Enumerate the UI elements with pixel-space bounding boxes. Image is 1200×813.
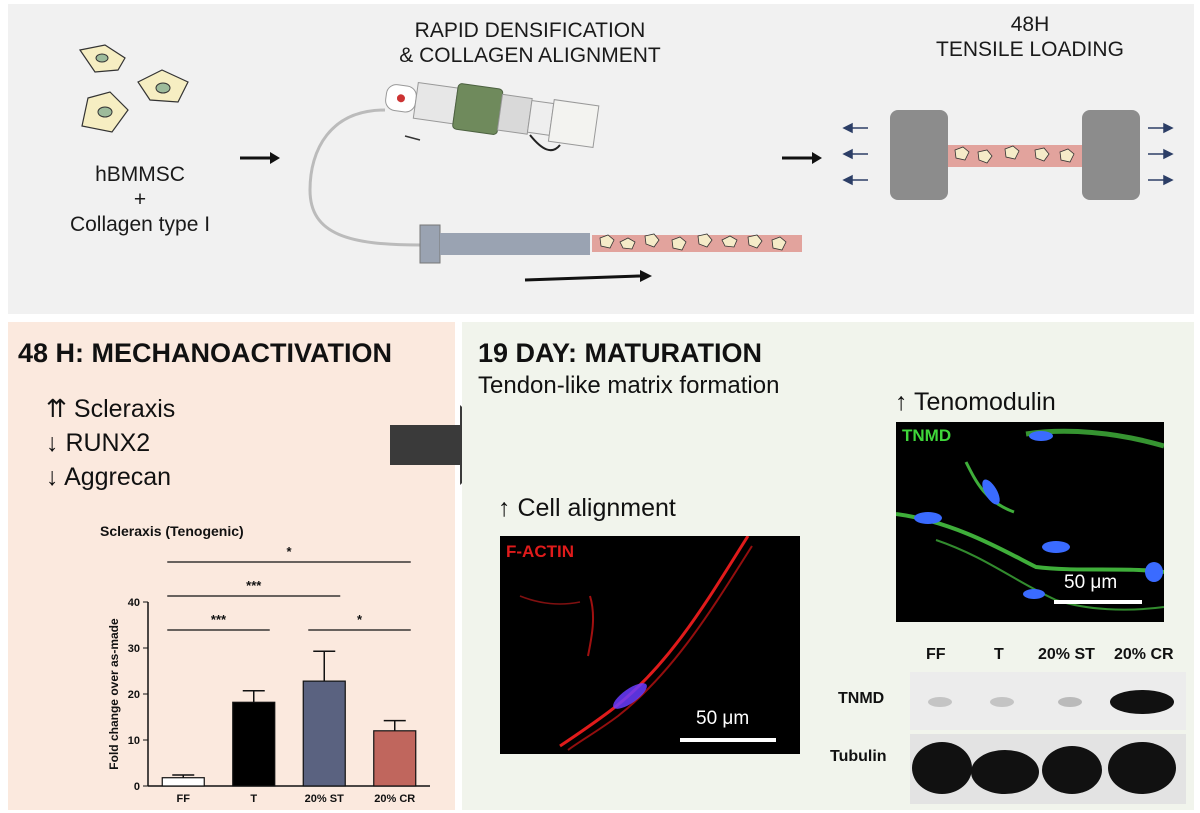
- chart-bar: [373, 730, 417, 787]
- tnmd-stain-label: TNMD: [902, 426, 952, 445]
- gene-list: ⇈ Scleraxis ↓ RUNX2 ↓ Aggrecan: [46, 392, 175, 494]
- maturation-subtitle: Tendon-like matrix formation: [478, 372, 780, 399]
- densification-caption-line1: RAPID DENSIFICATION: [414, 19, 646, 42]
- chart-y-tick-label: 0: [134, 781, 140, 793]
- chart-x-tick-label: 20% ST: [305, 793, 344, 805]
- wb-col-ff: FF: [926, 646, 946, 663]
- chart-y-tick-label: 20: [128, 689, 140, 701]
- chart-y-tick-label: 10: [128, 735, 140, 747]
- chart-y-tick-label: 40: [128, 597, 140, 609]
- cell-alignment-label: ↑ Cell alignment: [498, 494, 676, 522]
- stem-cells-illustration: [78, 44, 189, 133]
- tensile-loading-illustration: [842, 110, 1174, 200]
- scleraxis-bar-chart: Scleraxis (Tenogenic) Fold change over as…: [100, 523, 430, 805]
- chart-significance-label: ***: [211, 612, 227, 627]
- tnmd-fibers: [896, 428, 1164, 611]
- factin-scale-text: 50 μm: [696, 708, 750, 729]
- gene-item-scleraxis: ⇈ Scleraxis: [46, 395, 176, 423]
- chart-significance-label: *: [357, 612, 363, 627]
- wb-row-tnmd: TNMD: [838, 690, 885, 707]
- chart-significance-label: ***: [246, 578, 262, 593]
- chart-x-tick-label: 20% CR: [374, 793, 415, 805]
- cells-label-line3: Collagen type I: [69, 213, 211, 236]
- chart-bar: [232, 701, 276, 787]
- tensile-loading-caption: 48H TENSILE LOADING: [880, 12, 1180, 62]
- tensile-caption-line2: TENSILE LOADING: [936, 38, 1124, 61]
- maturation-title: 19 DAY: MATURATION: [478, 338, 763, 368]
- chart-x-tick-label: T: [250, 793, 257, 805]
- gene-item-runx2: ↓ RUNX2: [46, 429, 151, 457]
- cells-label: hBMMSC + Collagen type I: [50, 162, 230, 237]
- densification-device-illustration: [308, 81, 802, 282]
- chart-x-tick-label: FF: [177, 793, 191, 805]
- wb-row-tubulin: Tubulin: [830, 748, 887, 765]
- wb-col-t: T: [994, 646, 1004, 663]
- tnmd-scale-bar: [1054, 600, 1142, 604]
- cells-label-line2: +: [133, 188, 147, 211]
- mechanoactivation-panel: [8, 322, 455, 810]
- chart-y-axis-label: Fold change over as-made: [107, 618, 121, 770]
- mechanoactivation-title: 48 H: MECHANOACTIVATION: [18, 338, 393, 368]
- chart-y-tick-label: 30: [128, 643, 140, 655]
- wb-col-20st: 20% ST: [1038, 646, 1095, 663]
- western-blot-image: [910, 672, 1186, 804]
- factin-micrograph: F-ACTIN 50 μm: [500, 536, 800, 754]
- chart-significance-label: *: [286, 544, 292, 559]
- tnmd-scale-text: 50 μm: [1064, 572, 1118, 593]
- cells-label-line1: hBMMSC: [95, 163, 185, 186]
- factin-stain-label: F-ACTIN: [506, 542, 574, 561]
- factin-scale-bar: [680, 738, 776, 742]
- densification-caption: RAPID DENSIFICATION & COLLAGEN ALIGNMENT: [330, 18, 730, 68]
- factin-fibers: [519, 536, 753, 751]
- arrow-right-icon-2: [782, 152, 822, 164]
- tenomodulin-label: ↑ Tenomodulin: [895, 388, 1056, 416]
- chart-bar: [302, 680, 346, 787]
- tnmd-micrograph: TNMD 50 μm: [896, 422, 1164, 622]
- tensile-caption-line1: 48H: [1010, 13, 1050, 36]
- densification-caption-line2: & COLLAGEN ALIGNMENT: [399, 44, 661, 67]
- chart-title: Scleraxis (Tenogenic): [100, 523, 244, 539]
- arrow-right-icon: [240, 152, 280, 164]
- wb-col-20cr: 20% CR: [1114, 646, 1174, 663]
- gene-item-aggrecan: ↓ Aggrecan: [46, 463, 172, 491]
- chart-bar: [161, 777, 205, 787]
